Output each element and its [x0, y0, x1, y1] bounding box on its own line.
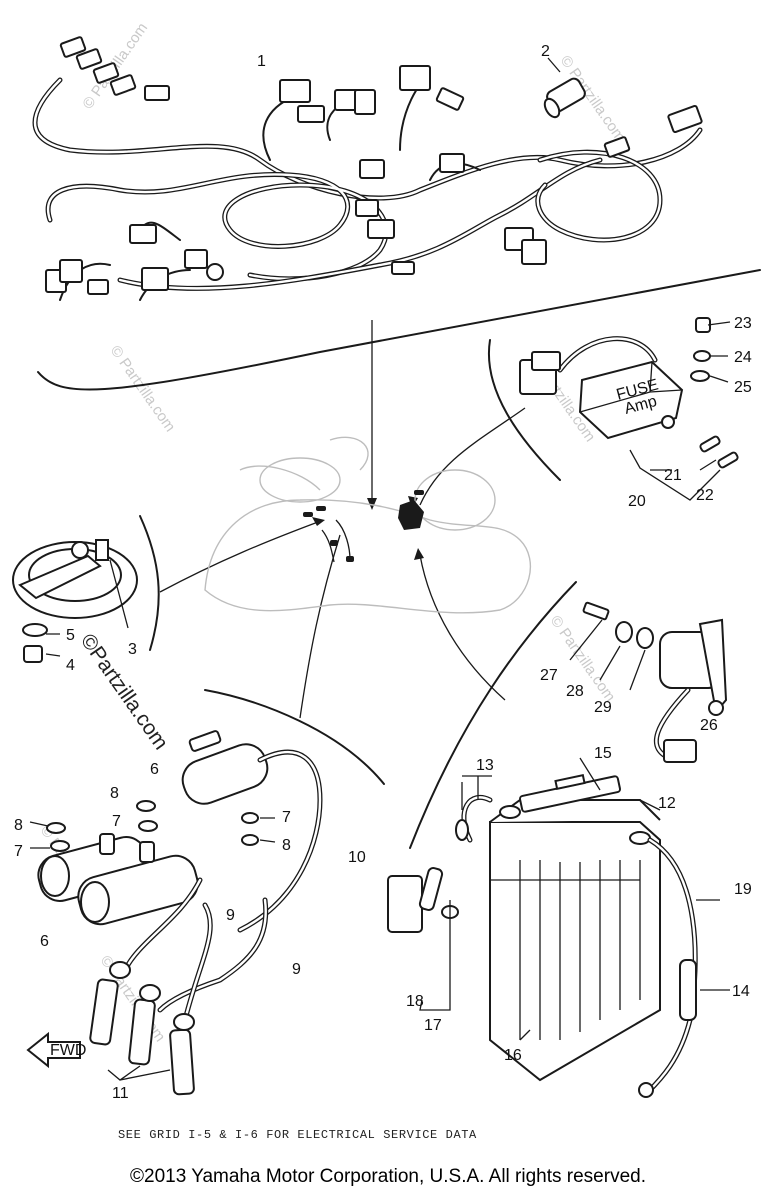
watermark-main: ©Partzilla.com	[76, 630, 173, 754]
part-number: 11	[112, 1085, 129, 1102]
part-number: 10	[348, 849, 366, 866]
wire-harness-part-1	[32, 36, 703, 301]
part-number: 18	[406, 993, 424, 1010]
locator-marks	[303, 490, 424, 563]
motorcycle-outline	[204, 436, 532, 614]
part-number: 22	[696, 487, 714, 504]
part-number: 7	[282, 809, 291, 826]
part-number: 16	[504, 1047, 522, 1064]
part-number: 19	[734, 881, 752, 898]
service-data-note: SEE GRID I-5 & I-6 FOR ELECTRICAL SERVIC…	[118, 1128, 477, 1142]
part-number: 14	[732, 983, 750, 1000]
part-number: 9	[292, 961, 301, 978]
part-number: 28	[566, 683, 584, 700]
part-number: 6	[40, 933, 49, 950]
part-number: 13	[476, 757, 494, 774]
part-number: 7	[14, 843, 23, 860]
part-number: 7	[112, 813, 121, 830]
fuse-box-assembly: FUSE Amp	[519, 317, 739, 501]
part-number: 23	[734, 315, 752, 332]
part-number: 1	[257, 53, 266, 70]
part-number: 3	[128, 641, 137, 658]
part-number: 8	[110, 785, 119, 802]
fwd-label: FWD	[50, 1042, 86, 1059]
part-number: 24	[734, 349, 752, 366]
part-number: 8	[282, 837, 291, 854]
part-number: 15	[594, 745, 612, 762]
part-number: 21	[664, 467, 682, 484]
part-number: 12	[658, 795, 676, 812]
part-number: 9	[226, 907, 235, 924]
part-2-capacitor	[543, 57, 586, 119]
part-number: 6	[150, 761, 159, 778]
callout-lines	[37, 269, 761, 849]
part-number: 4	[66, 657, 75, 674]
ignition-coils	[29, 730, 323, 933]
horn-part-3	[12, 539, 138, 663]
battery-assembly	[387, 757, 730, 1098]
relay-assembly	[569, 601, 728, 763]
part-number: 17	[424, 1017, 442, 1034]
part-number: 20	[628, 493, 646, 510]
copyright-notice: ©2013 Yamaha Motor Corporation, U.S.A. A…	[130, 1166, 646, 1187]
part-number: 2	[541, 43, 550, 60]
part-number: 27	[540, 667, 558, 684]
part-number: 8	[14, 817, 23, 834]
part-number: 26	[700, 717, 718, 734]
part-number: 25	[734, 379, 752, 396]
part-number: 29	[594, 699, 612, 716]
plug-leads-and-caps	[89, 877, 269, 1096]
part-number: 5	[66, 627, 75, 644]
part-number-labels: 1 2 3 4 5 6 6 7 7 7 8 8 8 9 9 10 11 12 1…	[14, 43, 752, 1102]
forward-arrow-icon: FWD	[26, 1031, 86, 1069]
